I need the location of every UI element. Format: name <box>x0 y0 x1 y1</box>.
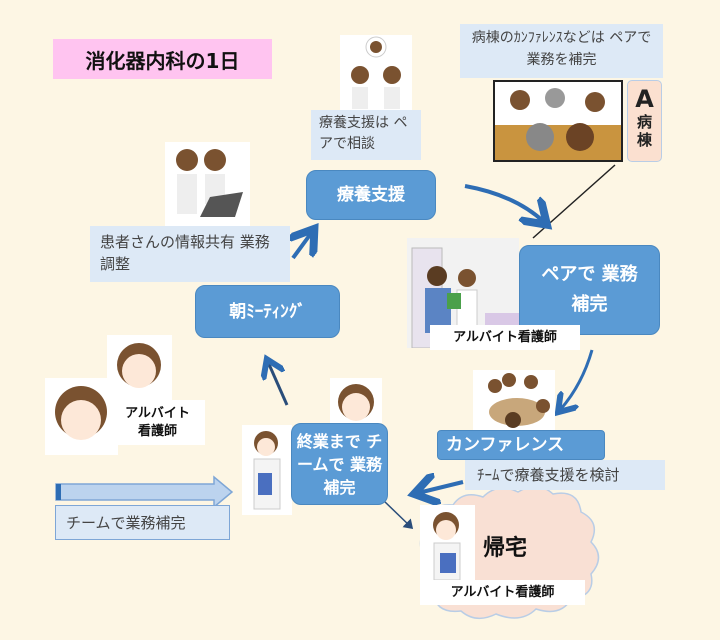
step-pair-complement[interactable]: ペアで 業務補完 <box>519 245 660 335</box>
step-until-end[interactable]: 終業まで チームで 業務補完 <box>291 423 388 505</box>
step-go-home: 帰宅 <box>483 536 528 561</box>
nurse-clipboard-icon <box>253 431 281 510</box>
conference-illustration <box>473 370 555 430</box>
arrow-meeting-to-care <box>293 232 312 260</box>
arrow-end-to-meeting <box>268 362 289 406</box>
standing-nurse-illustration <box>242 425 292 515</box>
note-team-review: ﾁｰﾑで療養支援を検討 <box>465 460 665 490</box>
ward-word: 病棟 <box>636 113 652 149</box>
label-line-1: アルバイト <box>125 405 190 421</box>
arrow-care-to-pair <box>464 184 544 222</box>
ward-label: A 病棟 <box>627 80 662 162</box>
nurse-face-icon <box>338 384 374 421</box>
label-line-2: 看護師 <box>137 423 177 439</box>
note-team-complement: チームで業務補完 <box>55 505 230 540</box>
arrow-pair-to-conference <box>560 349 594 410</box>
arrow-end-to-home <box>382 499 414 530</box>
computer-nurses-illustration <box>165 142 250 228</box>
nurse-computer-icon <box>176 149 243 217</box>
note-pair-consult: 療養支援は ペアで相談 <box>311 110 421 160</box>
conference-table-icon <box>488 373 550 428</box>
step-conference[interactable]: カンファレンス <box>437 430 605 460</box>
part-time-nurse-label-home: アルバイト看護師 <box>420 580 585 605</box>
note-info-share: 患者さんの情報共有 業務調整 <box>90 226 290 282</box>
nurse-pair-icon <box>351 36 401 109</box>
home-nurse-illustration <box>420 505 475 581</box>
part-time-nurse-label: アルバイト看護師 <box>430 325 580 350</box>
nurse-face-2 <box>45 378 118 455</box>
step-care-support[interactable]: 療養支援 <box>306 170 436 220</box>
nurse-face-3 <box>330 378 382 423</box>
nurse-face-icon <box>117 343 161 388</box>
page-title: 消化器内科の1日 <box>53 39 272 79</box>
pair-nurses-illustration <box>340 35 412 110</box>
nurse-face-icon <box>55 386 107 440</box>
ward-conference-photo <box>493 80 623 162</box>
nurse-clipboard-icon <box>433 512 461 581</box>
block-arrow <box>55 475 234 509</box>
ward-letter: A <box>635 85 654 113</box>
people-icon <box>510 88 605 151</box>
callout-line <box>532 164 616 239</box>
note-ward-conference: 病棟のｶﾝﾌｧﾚﾝｽなどは ペアで業務を補完 <box>460 24 663 78</box>
arrow-conference-to-end <box>418 482 464 493</box>
step-morning-meeting[interactable]: 朝ﾐｰﾃｨﾝｸﾞ <box>195 285 340 338</box>
part-time-nurse-label-2line: アルバイト 看護師 <box>110 400 205 445</box>
